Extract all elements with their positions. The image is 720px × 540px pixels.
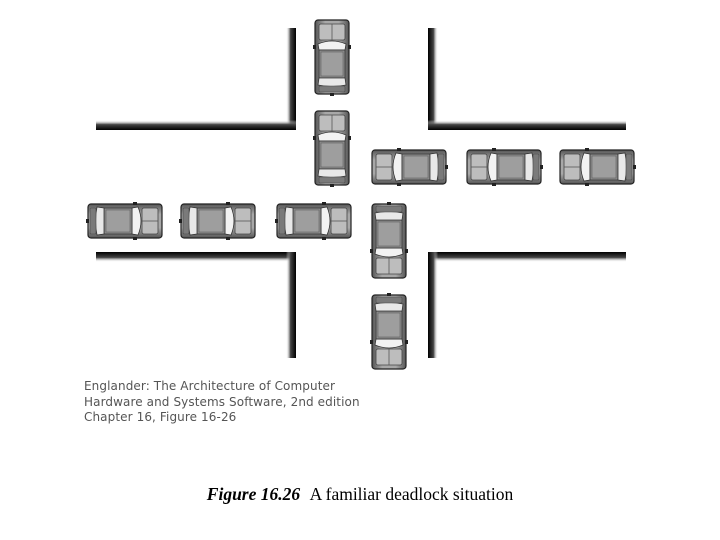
- cars-vertical-upper-lane: [313, 20, 351, 187]
- curb-bottom-right-horizontal: [428, 252, 626, 262]
- source-credit: Englander: The Architecture of Computer …: [84, 379, 360, 426]
- car-icon: [372, 148, 448, 186]
- cars-horizontal-right-lane: [372, 148, 636, 186]
- car-icon: [560, 148, 636, 186]
- curb-top-right-horizontal: [428, 120, 626, 130]
- cars-horizontal-left-lane: [86, 202, 351, 240]
- car-icon: [370, 202, 408, 278]
- curb-bottom-right-vertical: [428, 252, 438, 358]
- car-icon: [179, 202, 255, 240]
- caption-text: A familiar deadlock situation: [310, 484, 514, 504]
- curb-top-left-vertical: [286, 28, 296, 130]
- credit-line: Chapter 16, Figure 16-26: [84, 410, 360, 426]
- curb-bottom-left-vertical: [286, 252, 296, 358]
- car-icon: [467, 148, 543, 186]
- car-icon: [313, 111, 351, 187]
- car-icon: [313, 20, 351, 96]
- credit-line: Englander: The Architecture of Computer: [84, 379, 360, 395]
- caption-label: Figure 16.26: [207, 484, 300, 504]
- car-icon: [275, 202, 351, 240]
- curb-bottom-left-horizontal: [96, 252, 296, 262]
- cars-vertical-lower-lane: [370, 202, 408, 369]
- curb-top-left-horizontal: [96, 120, 296, 130]
- credit-line: Hardware and Systems Software, 2nd editi…: [84, 395, 360, 411]
- road-curbs: [96, 28, 626, 358]
- curb-top-right-vertical: [428, 28, 438, 130]
- car-icon: [86, 202, 162, 240]
- figure-caption: Figure 16.26 A familiar deadlock situati…: [0, 484, 720, 505]
- car-icon: [370, 293, 408, 369]
